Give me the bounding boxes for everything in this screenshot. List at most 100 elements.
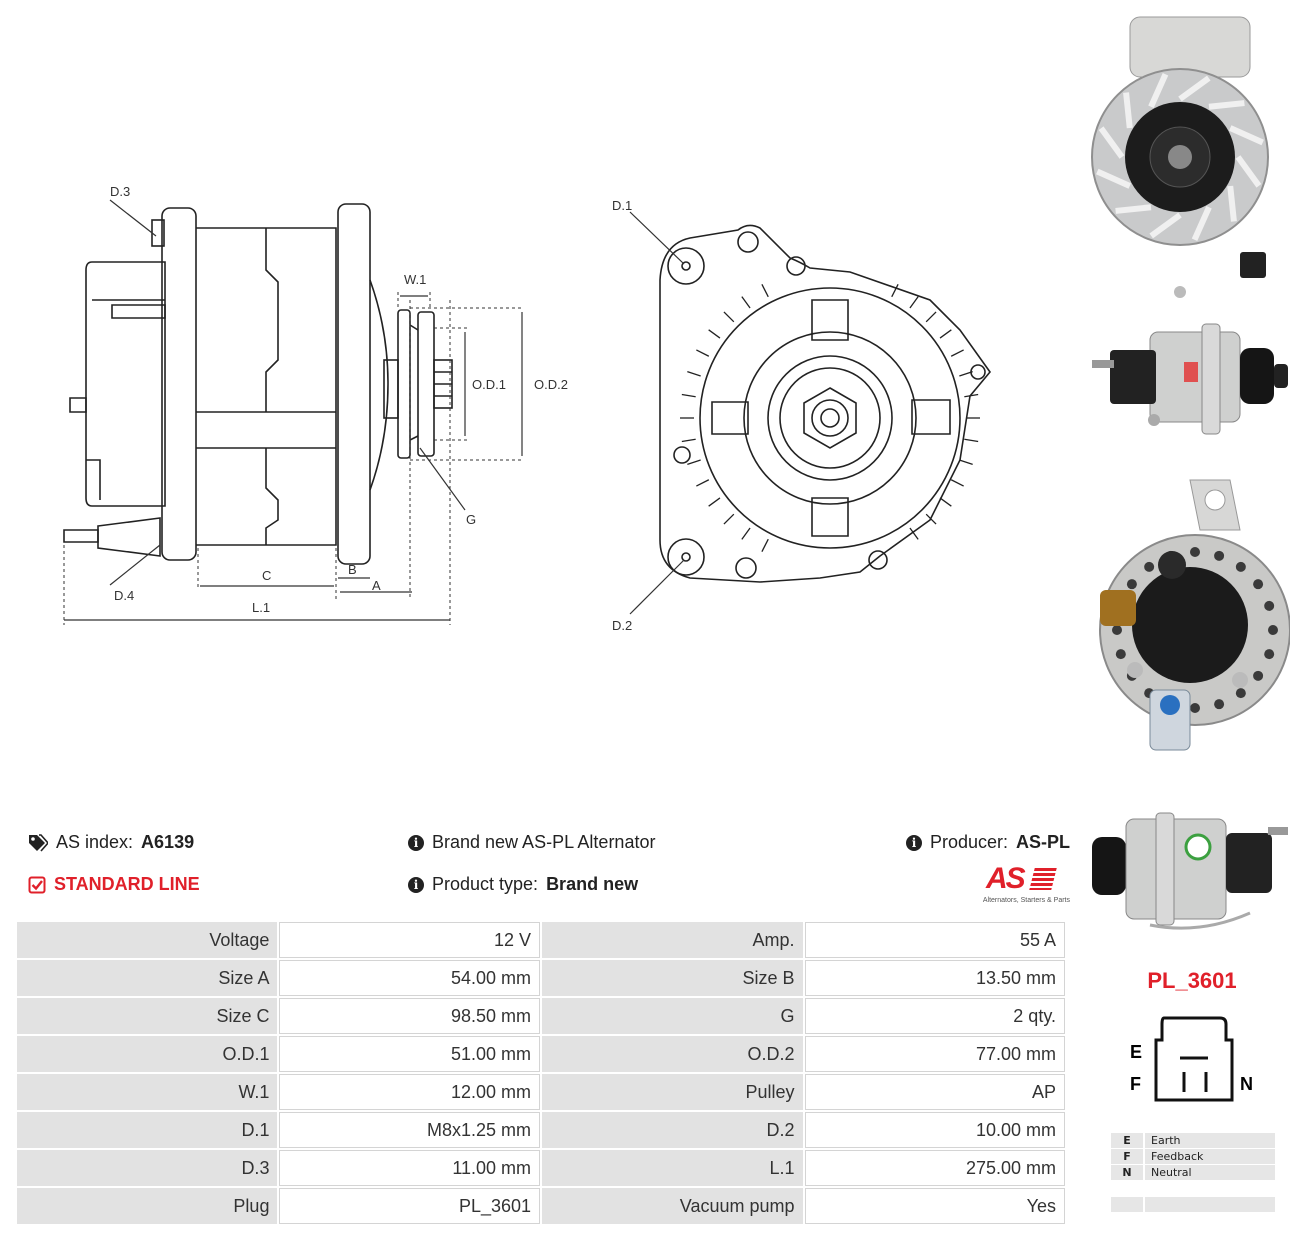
label-a: A [372,578,381,593]
cooling-slot [687,371,701,377]
spec-value: 51.00 mm [279,1036,541,1072]
vent-hole [1214,699,1225,710]
product-photo-side-left [1092,812,1288,930]
label-d4: D.4 [114,588,134,603]
spec-value: 54.00 mm [279,960,541,996]
cooling-slot [939,497,952,507]
pin-n-label: N [1240,1074,1253,1094]
spec-label: Size C [17,998,278,1034]
label-od1: O.D.1 [472,377,506,392]
as-index-value: A6139 [141,832,195,852]
product-label: Brand new AS-PL Alternator [432,832,656,852]
spec-value: 98.50 mm [279,998,541,1034]
vent-hole [1190,547,1200,557]
spec-label: D.3 [17,1150,278,1186]
legend-key [1111,1197,1143,1212]
product-type-value: Brand new [546,874,639,894]
cooling-slot [687,459,701,465]
front-view-drawing: D.1 D.2 [612,198,992,633]
spec-value: 77.00 mm [804,1036,1065,1072]
spec-value: PL_3601 [279,1188,541,1224]
spec-value: 55 A [804,922,1065,958]
fan-blade [1178,75,1211,102]
vent-hole [1253,670,1264,681]
spec-label: Vacuum pump [542,1188,803,1224]
legend-key [1111,1181,1143,1196]
cooling-slot [959,371,973,377]
producer: i Producer: AS-PL [906,832,1070,853]
label-c: C [262,568,271,583]
spec-label: L.1 [542,1150,803,1186]
product-type: i Product type: Brand new [408,874,638,895]
cooling-slot [761,538,769,552]
spec-label: D.1 [17,1112,278,1148]
fan-blade [1235,155,1262,188]
spec-label: Amp. [542,922,803,958]
info-icon: i [906,834,922,851]
cooling-slot [741,527,751,540]
fan-blade [1191,206,1212,241]
spec-label: Size A [17,960,278,996]
spec-value: Yes [804,1188,1065,1224]
cooling-slot [939,329,952,339]
cooling-slot [909,296,919,309]
cooling-slot [723,311,735,323]
legend-key: N [1111,1165,1143,1180]
spec-label: Size B [542,960,803,996]
spec-value: 12.00 mm [279,1074,541,1110]
vent-hole [1190,703,1200,713]
product-type-label: Product type: [432,874,539,894]
spec-label: Plug [17,1188,278,1224]
product-photo-side-right [1092,323,1288,435]
cooling-slot [696,479,710,487]
vent-hole [1115,649,1126,660]
cooling-slot [708,329,721,339]
logo-stripes [1029,868,1057,890]
cooling-slot [964,393,979,398]
logo-mark: AS [986,862,1026,895]
spec-label: Pulley [542,1074,803,1110]
info-icon: i [408,834,424,851]
fan-blade [1148,73,1169,108]
producer-value: AS-PL [1016,832,1071,852]
label-d1: D.1 [612,198,632,213]
spec-label: D.2 [542,1112,803,1148]
check-square-icon [28,876,46,893]
legend-value: Neutral [1145,1165,1275,1180]
vent-hole [1112,625,1122,635]
spec-value: 10.00 mm [804,1112,1065,1148]
as-index: AS index: A6139 [28,832,194,853]
vent-hole [1253,579,1264,590]
cooling-slot [891,284,899,298]
fan-blade [1096,168,1131,189]
legend-row [1111,1197,1275,1212]
cooling-slot [925,311,937,323]
info-icon: i [408,876,424,893]
cooling-slot [681,393,696,398]
vent-hole [1264,649,1275,660]
vent-hole [1264,600,1275,611]
tags-icon [29,833,48,852]
side-view-drawing: D.3 D.4 W.1 O.D.1 O.D.2 G B C A L.1 [63,184,568,625]
fan-blade [1115,204,1152,214]
vent-hole [1144,561,1155,572]
cooling-slot [950,479,964,487]
cooling-slot [964,438,979,443]
plug-code: PL_3601 [1147,968,1237,993]
standard-line-label: STANDARD LINE [54,874,200,894]
legend-value [1145,1197,1275,1212]
legend-key: F [1111,1149,1143,1164]
fan-blade [1149,212,1182,239]
legend-key: E [1111,1133,1143,1148]
